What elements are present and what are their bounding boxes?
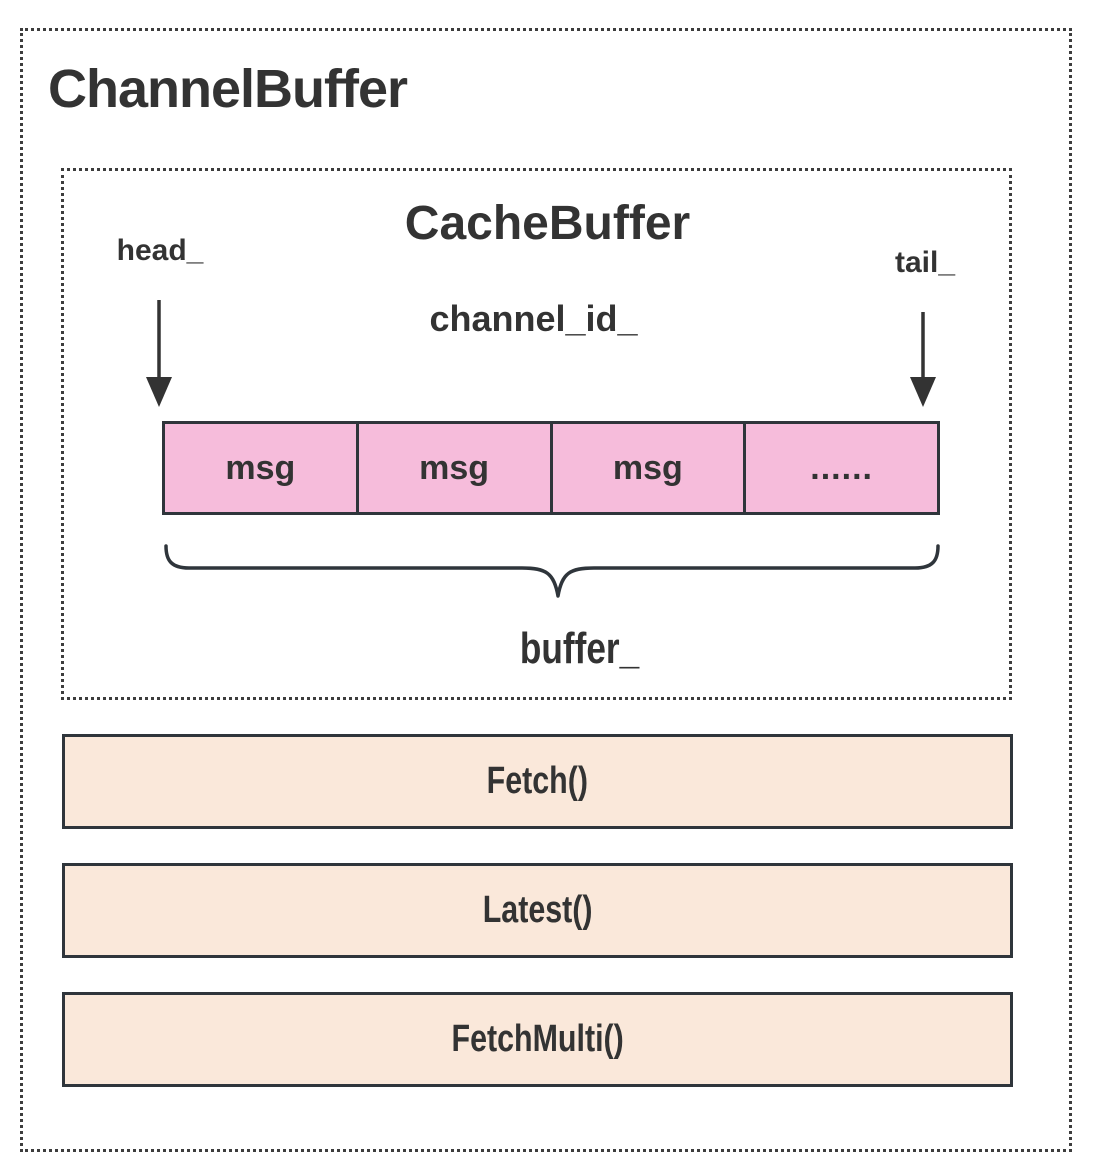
fetch-method-label: Fetch() — [486, 760, 589, 802]
msg-cell: msg — [549, 421, 744, 515]
msg-cell: msg — [162, 421, 356, 515]
channel-buffer-title: ChannelBuffer — [48, 59, 408, 119]
latest-method-box: Latest() — [62, 863, 1013, 958]
fetchmulti-method-box: FetchMulti() — [62, 992, 1013, 1087]
msg-cell: msg — [355, 421, 550, 515]
buffer-label-text: buffer_ — [520, 624, 640, 673]
cache-buffer-title: CacheBuffer — [404, 197, 691, 250]
buffer-label: buffer_ — [430, 624, 730, 674]
fetchmulti-method-label: FetchMulti() — [451, 1018, 624, 1060]
tail-pointer-label: tail_ — [894, 246, 956, 279]
cache-buffer-box — [61, 168, 1012, 700]
channel-buffer-box — [20, 28, 1072, 1152]
fetch-method-box: Fetch() — [62, 734, 1013, 829]
head-pointer-label: head_ — [116, 234, 204, 267]
channel-id-label: channel_id_ — [429, 298, 638, 339]
latest-method-label: Latest() — [482, 889, 593, 931]
buffer-cells-row: msg msg msg ...... — [162, 421, 940, 515]
ellipsis-cell: ...... — [743, 421, 940, 515]
